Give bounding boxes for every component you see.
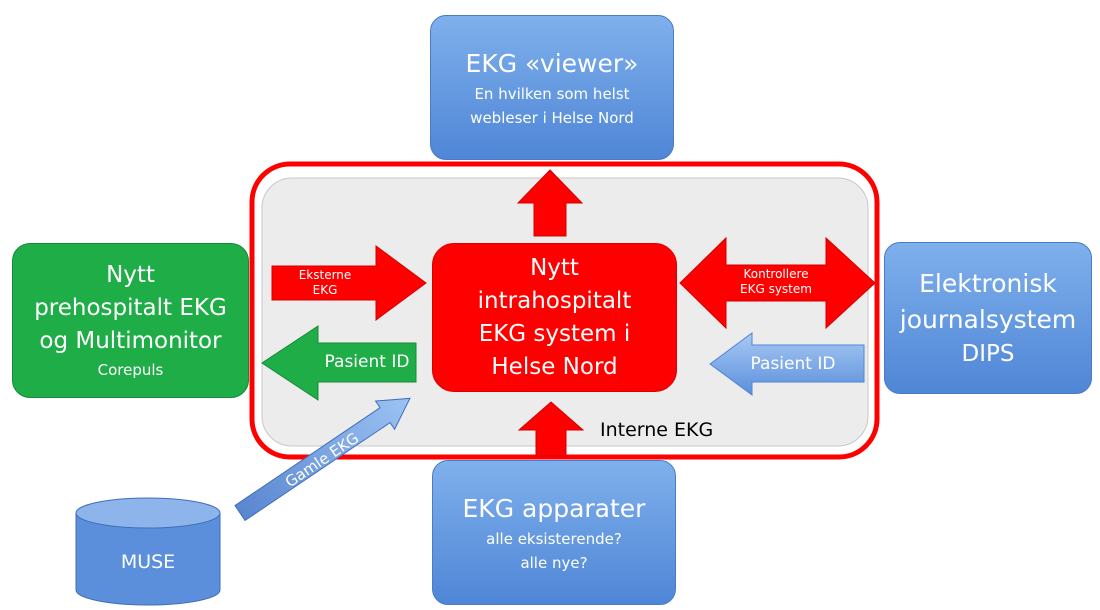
gamle-ekg-arrow	[234, 397, 411, 522]
dips-line3: DIPS	[961, 340, 1015, 367]
ekg-viewer-title: EKG «viewer»	[465, 48, 639, 78]
dips-line2: journalsystem	[899, 304, 1077, 334]
up-arrow-from-apparater	[517, 401, 585, 457]
ekg-apparater-line2: alle nye?	[520, 553, 588, 572]
dips-box: Elektronisk journalsystem DIPS	[884, 242, 1092, 394]
intrahospital-line4: Helse Nord	[491, 353, 618, 380]
kontrollere-line1: Kontrollere	[743, 267, 809, 281]
ekg-apparater-title: EKG apparater	[462, 493, 646, 523]
eksterne-line1: Eksterne	[298, 268, 352, 282]
prehospital-line4: Corepuls	[97, 361, 164, 379]
ekg-apparater-line1: alle eksisterende?	[486, 529, 622, 548]
pasient-id-right-arrow	[709, 332, 865, 396]
kontrollere-line2: EKG system	[740, 282, 812, 296]
up-arrow-to-viewer	[516, 169, 584, 237]
intrahospital-line1: Nytt	[530, 254, 579, 281]
pasient-id-left-arrow	[261, 325, 417, 401]
muse-label: MUSE	[120, 551, 176, 573]
ekg-apparater-box: EKG apparater alle eksisterende? alle ny…	[432, 460, 676, 605]
ekg-viewer-line1: En hvilken som helst	[474, 84, 630, 103]
eksterne-ekg-arrow	[271, 245, 427, 321]
pasient-id-right-label: Pasient ID	[750, 354, 836, 374]
muse-cylinder-body	[75, 513, 221, 606]
intrahospital-line3: EKG system i	[478, 320, 631, 347]
prehospital-line2: prehospitalt EKG	[34, 295, 227, 321]
kontrollere-label: Kontrollere EKG system	[716, 267, 836, 297]
dips-line1: Elektronisk	[919, 268, 1057, 298]
interne-ekg-label: Interne EKG	[600, 419, 714, 441]
eksterne-line2: EKG	[312, 283, 338, 297]
ekg-viewer-line2: webleser i Helse Nord	[470, 108, 634, 127]
intrahospital-ekg-box: Nytt intrahospitalt EKG system i Helse N…	[432, 243, 677, 392]
ekg-viewer-box: EKG «viewer» En hvilken som helst webles…	[430, 15, 674, 160]
intrahospital-line2: intrahospitalt	[477, 287, 632, 314]
eksterne-ekg-label: Eksterne EKG	[276, 268, 374, 298]
kontrollere-double-arrow	[679, 236, 876, 330]
prehospital-line1: Nytt	[106, 262, 155, 288]
prehospital-line3: og Multimonitor	[39, 328, 222, 354]
muse-cylinder-top	[75, 497, 221, 529]
prehospital-ekg-box: Nytt prehospitalt EKG og Multimonitor Co…	[12, 243, 249, 398]
pasient-id-left-label: Pasient ID	[324, 352, 410, 372]
